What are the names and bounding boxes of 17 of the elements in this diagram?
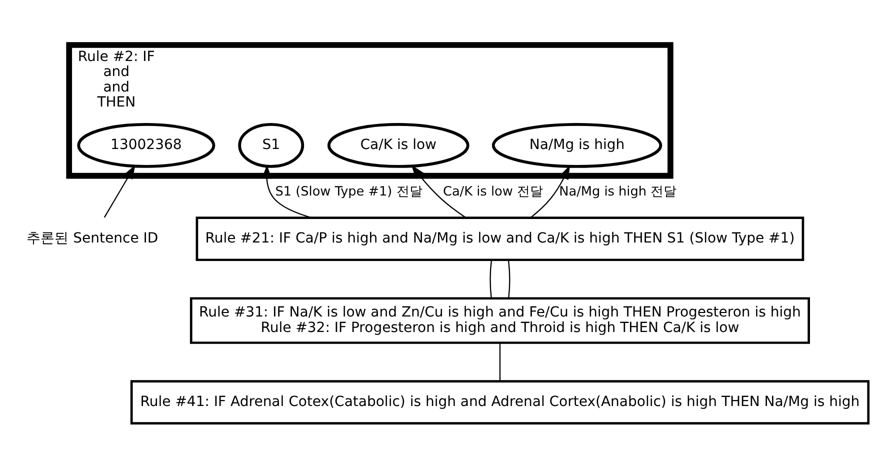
node-ellipse: Ca/K is low: [327, 122, 470, 168]
arrow: [530, 164, 570, 218]
node-ellipse: S1: [238, 122, 304, 168]
connector: [508, 260, 510, 298]
arrow: [411, 164, 466, 218]
connector: [499, 342, 501, 381]
edge-label: Na/Mg is high 전달: [559, 184, 677, 199]
node-box: Rule #31: IF Na/K is low and Zn/Cu is high and Fe/Cu is high THEN Progesteron is high Rule #32: IF Progesteron is high and Throid is high THEN Ca/K is low: [190, 296, 810, 344]
node-box: Rule #21: IF Ca/P is high and Na/Mg is low and Ca/K is high THEN S1 (Slow Type #1): [196, 216, 804, 261]
arrow: [262, 164, 312, 218]
node-ellipse: 13002368: [77, 122, 216, 168]
connector: [490, 260, 492, 298]
node-ellipse: Na/Mg is high: [492, 122, 662, 168]
node-box: Rule #41: IF Adrenal Cotex(Catabolic) is high and Adrenal Cortex(Anabolic) is high THEN Na/Mg is high: [130, 380, 870, 424]
node-text: 추론된 Sentence ID: [26, 230, 158, 246]
edge-label: S1 (Slow Type #1) 전달: [275, 184, 422, 199]
edge-label: Ca/K is low 전달: [442, 184, 543, 199]
